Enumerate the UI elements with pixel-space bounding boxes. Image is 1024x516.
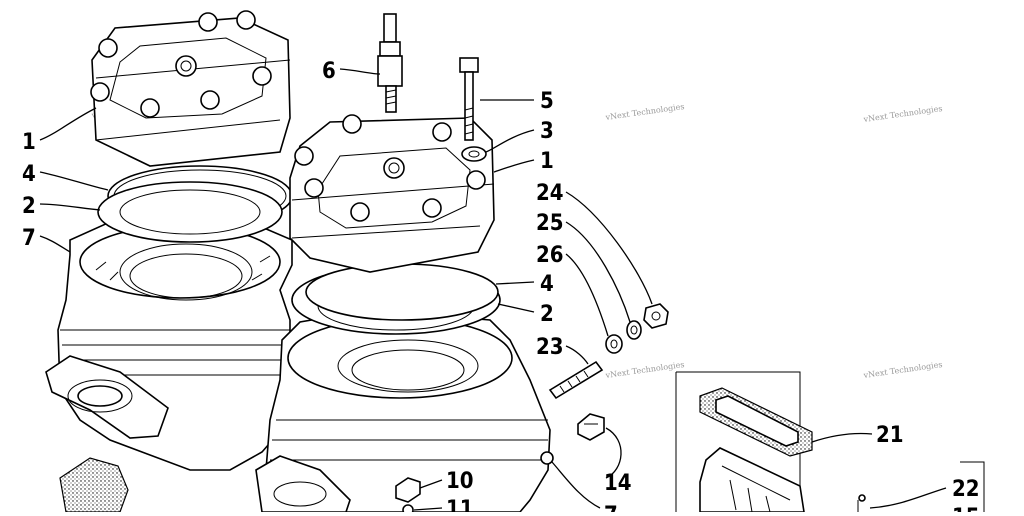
callout-26-washer: 26: [536, 243, 564, 268]
watermark: vNext Technologies: [604, 102, 685, 122]
callout-2-right-gasket: 2: [540, 302, 554, 327]
reed-block: [699, 447, 805, 513]
flat-washer: [605, 334, 623, 354]
callout-24-nut: 24: [536, 181, 564, 206]
callout-7-left-cylinder: 7: [22, 226, 36, 251]
callout-4-right-o-ring: 4: [540, 272, 554, 297]
reed-valve-group: [675, 371, 985, 513]
flange-nut: [577, 413, 605, 441]
callout-2-left-gasket: 2: [22, 194, 36, 219]
right-o-ring: [305, 263, 499, 321]
callout-4-left-o-ring: 4: [22, 162, 36, 187]
callout-7-right-cylinder: 7: [604, 503, 618, 512]
callout-15: 15: [952, 505, 980, 512]
watermark: vNext Technologies: [862, 104, 943, 124]
washer-11: [402, 504, 414, 516]
callout-1-right-head: 1: [540, 149, 554, 174]
left-head-gasket: [97, 181, 283, 243]
leader-lines: [39, 68, 947, 511]
nut-10: [395, 477, 421, 503]
callout-11: 11: [446, 497, 474, 512]
callout-10-nut: 10: [446, 469, 474, 494]
callout-6-spark-plug: 6: [322, 59, 336, 84]
callout-3-washer: 3: [540, 119, 554, 144]
washer: [461, 146, 487, 162]
spark-plug: [377, 13, 403, 113]
watermark: vNext Technologies: [862, 360, 943, 380]
callout-23-stud: 23: [536, 335, 564, 360]
left-cylinder: [45, 221, 293, 471]
callout-labels: 1 4 2 7 6 5 3 1 24 25 26 4 2 23 21 14 10…: [22, 59, 980, 516]
head-bolt: [459, 57, 479, 141]
lock-washer: [626, 320, 642, 340]
right-cylinder: [255, 309, 554, 513]
callout-22: 22: [952, 477, 980, 502]
callout-5-bolt: 5: [540, 89, 554, 114]
callout-25-lock-washer: 25: [536, 211, 564, 236]
callout-14-flange-nut: 14: [604, 471, 632, 496]
right-cylinder-head: [289, 114, 495, 273]
watermark: vNext Technologies: [604, 360, 685, 380]
base-gasket: [59, 457, 129, 513]
callout-1-left-head: 1: [22, 130, 36, 155]
stud: [548, 360, 604, 400]
callout-21-reed-gasket: 21: [876, 423, 904, 448]
nut: [643, 303, 669, 329]
left-cylinder-head: [90, 10, 291, 167]
